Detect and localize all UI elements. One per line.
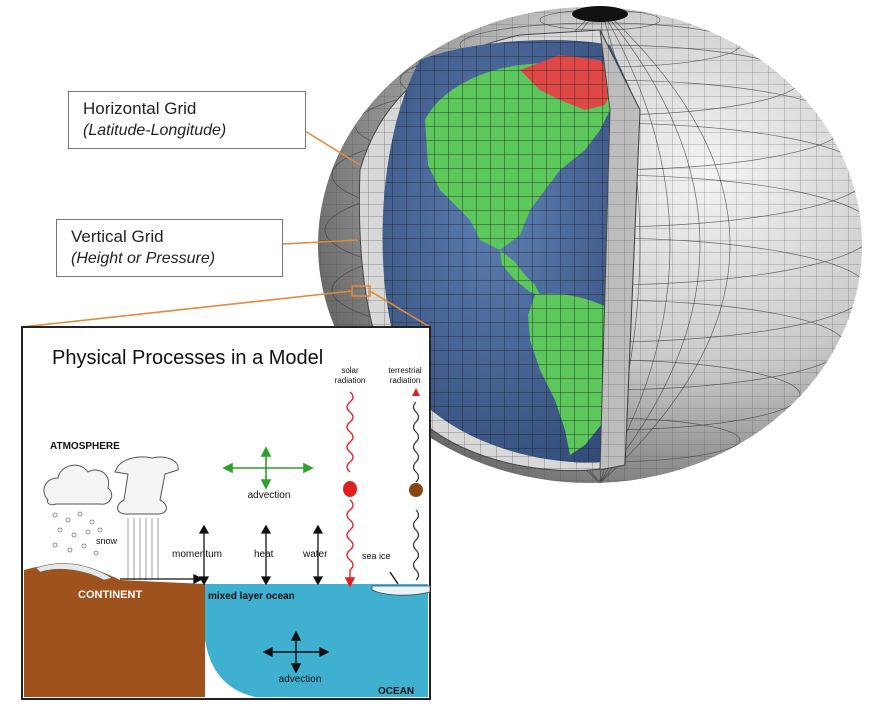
label-terrestrial-2: radiation: [390, 376, 421, 385]
label-advection-ocean: advection: [279, 674, 322, 685]
snow-cover: [35, 563, 113, 581]
label-solar-1: solar: [341, 366, 359, 375]
physical-processes-panel: Physical Processes in a Model ATMOSPHERE…: [21, 326, 431, 700]
terrestrial-radiation-marker: [409, 483, 423, 497]
solar-radiation-marker: [343, 481, 357, 497]
vertical-grid-callout: Vertical Grid (Height or Pressure): [56, 219, 283, 277]
label-sea-ice: sea ice: [362, 551, 391, 561]
panel-connector-right: [369, 290, 431, 328]
continent-land: [24, 564, 205, 697]
globe: [318, 6, 862, 483]
label-mixed-layer: mixed layer ocean: [208, 591, 295, 602]
sea-ice: [371, 585, 431, 596]
terrestrial-radiation-wave: [412, 388, 420, 581]
surface-flux-arrows: [120, 524, 399, 586]
cloud-icon: [43, 464, 113, 506]
label-water: water: [302, 549, 328, 560]
label-ocean: OCEAN: [378, 686, 414, 697]
solar-radiation-wave: [344, 391, 356, 588]
callout-connectors: [21, 130, 431, 328]
vertical-grid-subtitle: (Height or Pressure): [71, 250, 216, 267]
horizontal-grid-callout: Horizontal Grid (Latitude-Longitude): [68, 91, 306, 149]
label-terrestrial-1: terrestrial: [388, 366, 422, 375]
horizontal-grid-subtitle: (Latitude-Longitude): [83, 122, 227, 139]
vertical-grid-connector: [282, 239, 359, 245]
rain-streaks-icon: [127, 518, 159, 580]
label-solar-2: radiation: [335, 376, 366, 385]
convective-cloud-icon: [114, 456, 179, 515]
horizontal-grid-connector: [304, 130, 361, 166]
inner-earth: [382, 40, 640, 463]
atmosphere-advection-arrows: [222, 446, 314, 490]
panel-title: Physical Processes in a Model: [52, 347, 323, 369]
ocean-water: [205, 584, 428, 697]
ocean-advection-arrows: [262, 630, 330, 674]
label-advection-air: advection: [248, 490, 291, 501]
label-heat: heat: [254, 549, 274, 560]
label-momentum: momentum: [172, 549, 222, 560]
north-pole: [572, 6, 628, 22]
panel-connector-left: [21, 290, 353, 328]
horizontal-grid-title: Horizontal Grid: [83, 99, 197, 118]
label-atmosphere: ATMOSPHERE: [50, 441, 120, 452]
label-continent: CONTINENT: [78, 589, 142, 601]
label-snow: snow: [96, 536, 118, 546]
precipitation-icon: [52, 511, 103, 556]
vertical-grid-title: Vertical Grid: [71, 227, 164, 246]
